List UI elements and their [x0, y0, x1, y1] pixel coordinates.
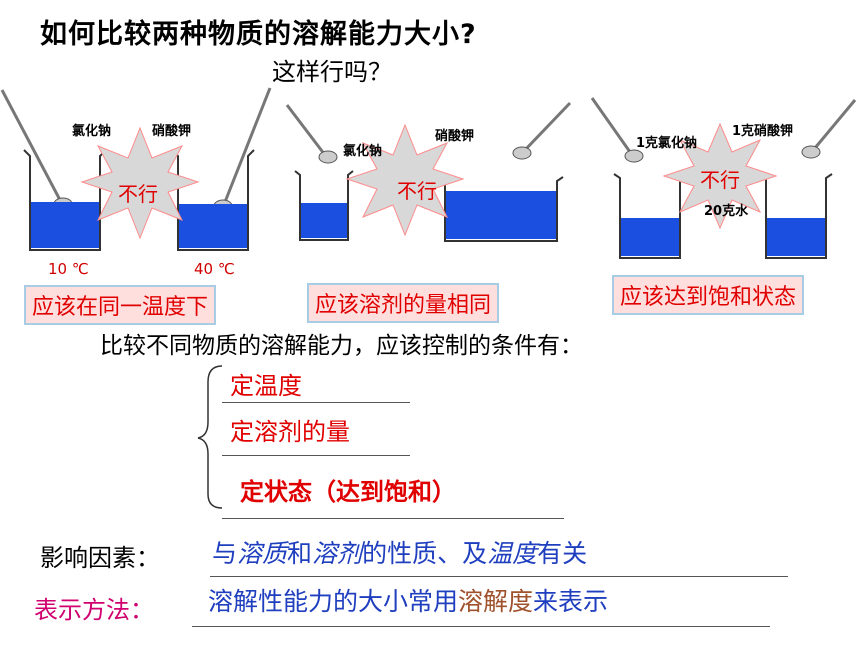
factors-solvent: 溶剂 — [312, 539, 363, 568]
experiment-panel-2: 氯化钠 硝酸钾 不行 应该溶剂的量相同 — [285, 95, 575, 323]
factors-text-1: 与 — [212, 539, 238, 568]
chem-label-right-3: 1克硝酸钾 — [732, 124, 794, 139]
page-title: 如何比较两种物质的溶解能力大小? — [40, 19, 477, 50]
method-answer: 溶解性能力的大小常用溶解度来表示 — [208, 582, 608, 618]
underline-condition-1 — [222, 402, 410, 403]
experiment-panel-3: 1克氯化钠 1克硝酸钾 不行 20克水 应该达到饱和状态 — [590, 90, 860, 320]
chem-label-left-1: 氯化钠 — [72, 124, 112, 139]
underline-condition-2 — [222, 455, 410, 456]
chem-label-right-2: 硝酸钾 — [435, 129, 475, 144]
factors-text-2: 和 — [287, 539, 313, 568]
factors-label: 影响因素： — [40, 544, 160, 572]
method-text-2: 来表示 — [533, 587, 609, 616]
method-solubility: 溶解度 — [458, 587, 534, 616]
method-text-1: 溶解性能力的大小常用 — [208, 587, 459, 616]
chem-label-right-1: 硝酸钾 — [152, 124, 192, 139]
factors-temperature: 温度 — [487, 539, 538, 568]
experiment-illustration-1 — [0, 87, 272, 251]
burst-text-2: 不行 — [397, 179, 437, 203]
page-subtitle: 这样行吗？ — [272, 58, 392, 86]
factors-answer: 与溶质和溶剂的性质、及温度有关 — [212, 534, 587, 570]
underline-factors — [210, 576, 788, 577]
chem-label-left-3: 1克氯化钠 — [636, 136, 698, 151]
temperature-left: 10 ℃ — [48, 260, 89, 278]
brace-icon — [197, 365, 223, 509]
method-label: 表示方法： — [34, 596, 154, 624]
underline-method — [192, 626, 770, 627]
question-text: 比较不同物质的溶解能力，应该控制的条件有： — [100, 333, 583, 359]
chem-label-left-2: 氯化钠 — [343, 144, 383, 159]
factors-text-3: 的性质、及 — [362, 539, 488, 568]
burst-text-1: 不行 — [118, 182, 158, 206]
temperature-right: 40 ℃ — [194, 260, 235, 278]
experiment-illustration-2 — [285, 101, 572, 242]
underline-condition-3 — [222, 518, 564, 519]
water-amount-label: 20克水 — [704, 204, 749, 219]
experiment-illustration-3 — [590, 97, 857, 259]
condition-2: 定溶剂的量 — [230, 418, 350, 446]
conclusion-label-2: 应该溶剂的量相同 — [307, 283, 500, 323]
condition-3: 定状态（达到饱和） — [240, 478, 456, 506]
factors-text-4: 有关 — [537, 539, 588, 568]
conclusion-label-1: 应该在同一温度下 — [24, 285, 217, 325]
factors-solute: 溶质 — [237, 539, 288, 568]
experiment-panel-1: 氯化钠 硝酸钾 不行 10 ℃ 40 ℃ 应该在同一温度下 — [0, 80, 275, 325]
conclusion-label-3: 应该达到饱和状态 — [612, 275, 805, 315]
condition-1: 定温度 — [230, 372, 302, 400]
burst-text-3: 不行 — [700, 168, 740, 192]
